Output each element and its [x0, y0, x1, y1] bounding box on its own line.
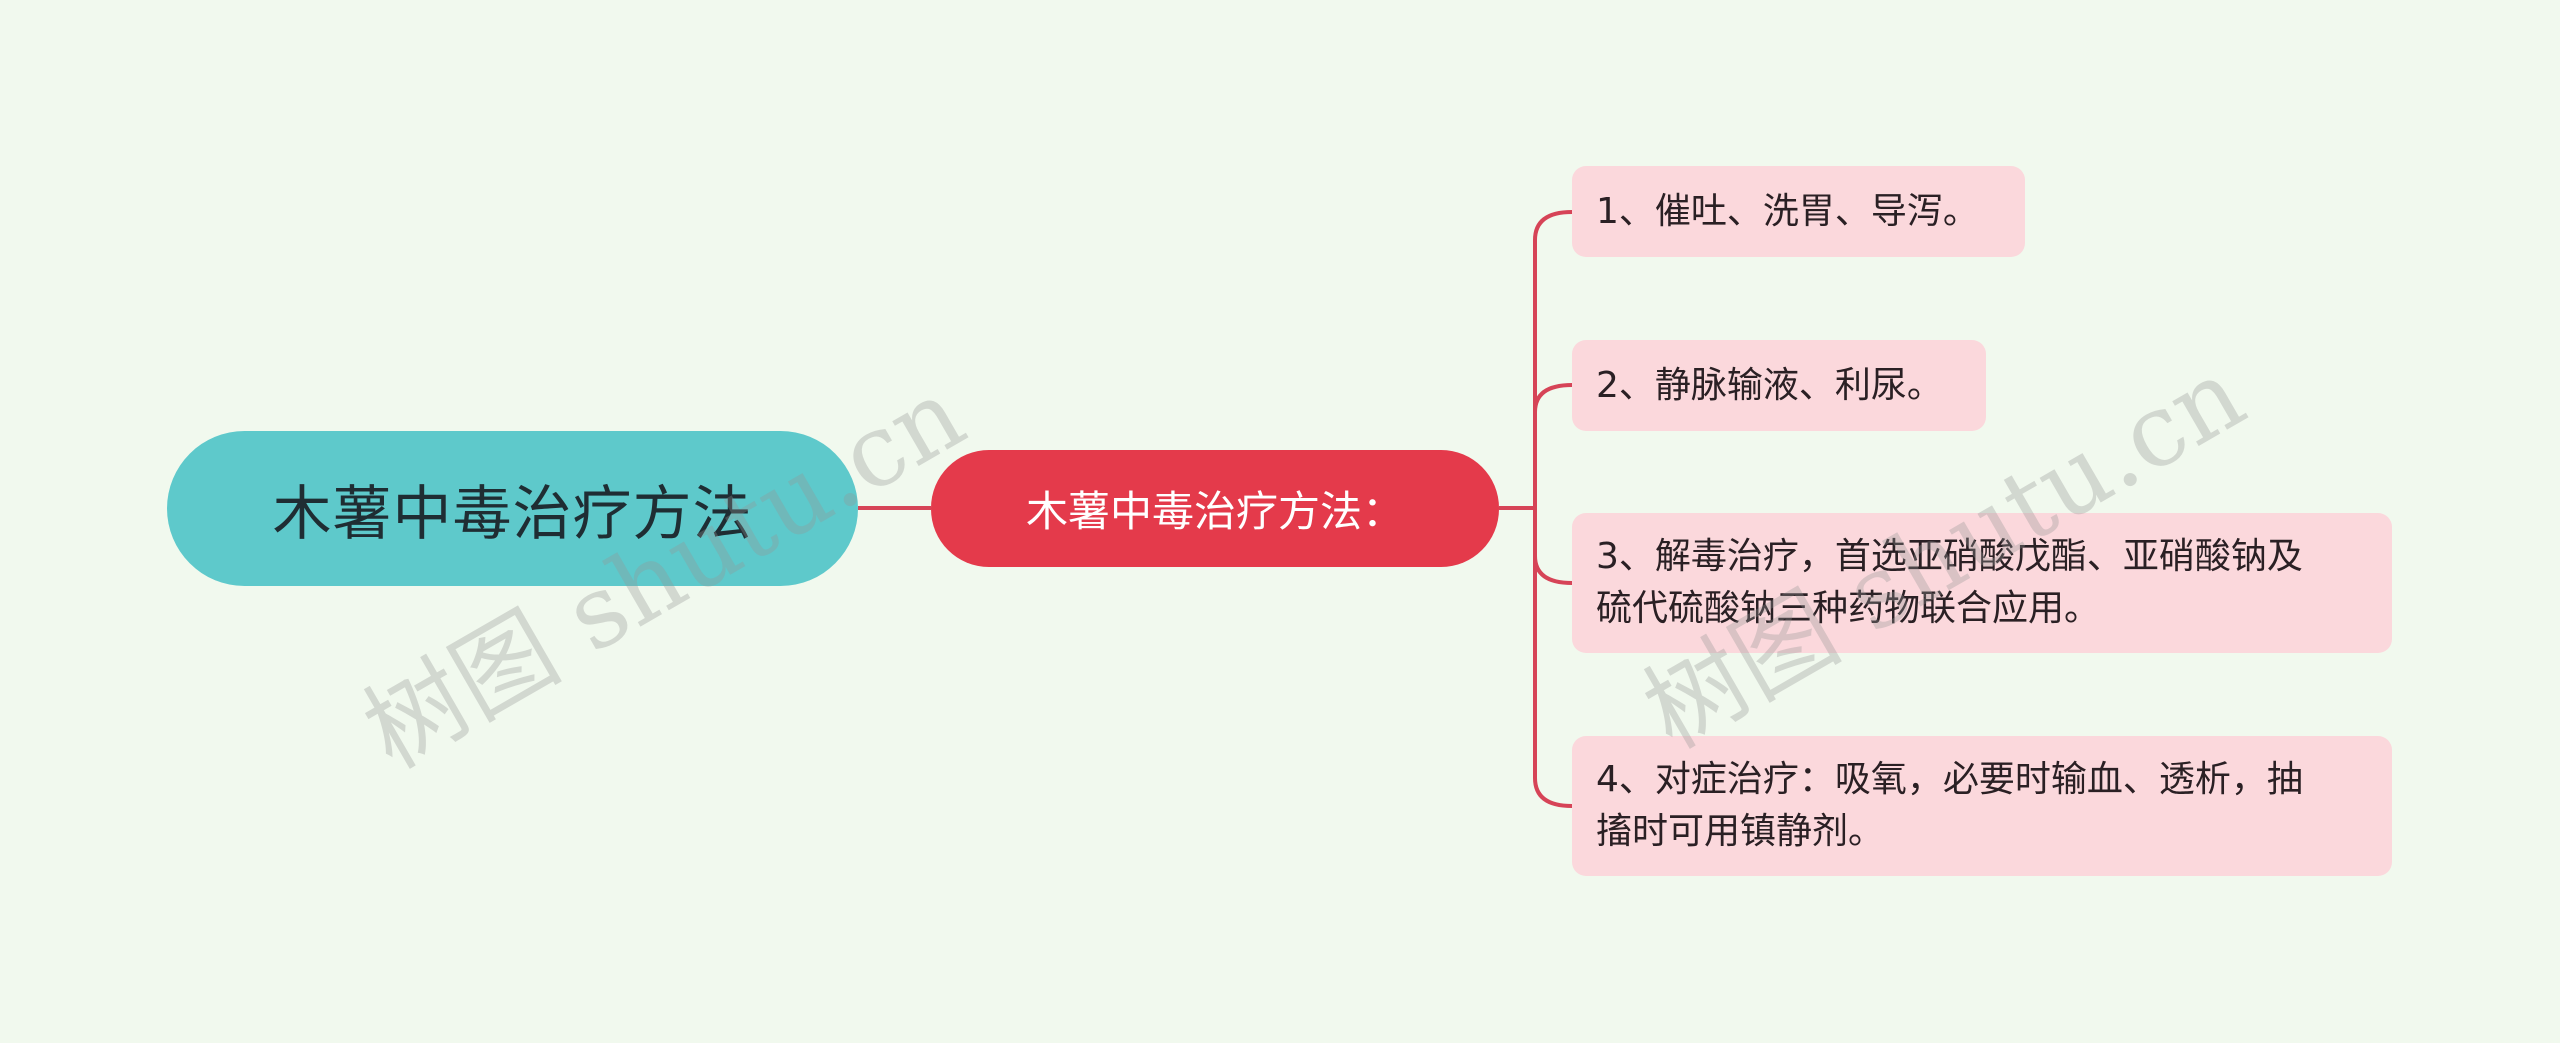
root-topic-label: 木薯中毒治疗方法: [272, 479, 753, 548]
leaf-topic-1[interactable]: 1、催吐、洗胃、导泻。: [1572, 166, 2025, 257]
leaf-topic-3[interactable]: 3、解毒治疗，首选亚硝酸戊酯、亚硝酸钠及 硫代硫酸钠三种药物联合应用。: [1572, 513, 2392, 653]
leaf-topic-2[interactable]: 2、静脉输液、利尿。: [1572, 340, 1986, 431]
leaf-topic-3-line-2: 硫代硫酸钠三种药物联合应用。: [1596, 588, 2101, 629]
leaf-topic-3-line-1: 3、解毒治疗，首选亚硝酸戊酯、亚硝酸钠及: [1596, 536, 2303, 577]
branch-topic-label: 木薯中毒治疗方法：: [1025, 487, 1404, 536]
connector-leaf-1: [1533, 210, 1573, 508]
connector-leaf-4: [1533, 508, 1573, 808]
leaf-topic-4-line-1: 4、对症治疗：吸氧，必要时输血、透析，抽: [1596, 759, 2303, 800]
connector-leaf-2: [1533, 383, 1573, 508]
leaf-topic-4-line-2: 搐时可用镇静剂。: [1596, 811, 1885, 852]
leaf-topic-1-line-1: 1、催吐、洗胃、导泻。: [1596, 190, 1979, 232]
branch-topic[interactable]: 木薯中毒治疗方法：: [931, 450, 1499, 567]
leaf-topic-4[interactable]: 4、对症治疗：吸氧，必要时输血、透析，抽 搐时可用镇静剂。: [1572, 736, 2392, 876]
root-topic[interactable]: 木薯中毒治疗方法: [167, 431, 858, 586]
leaf-topic-2-line-1: 2、静脉输液、利尿。: [1596, 364, 1943, 406]
connector-leaf-3: [1533, 508, 1573, 585]
